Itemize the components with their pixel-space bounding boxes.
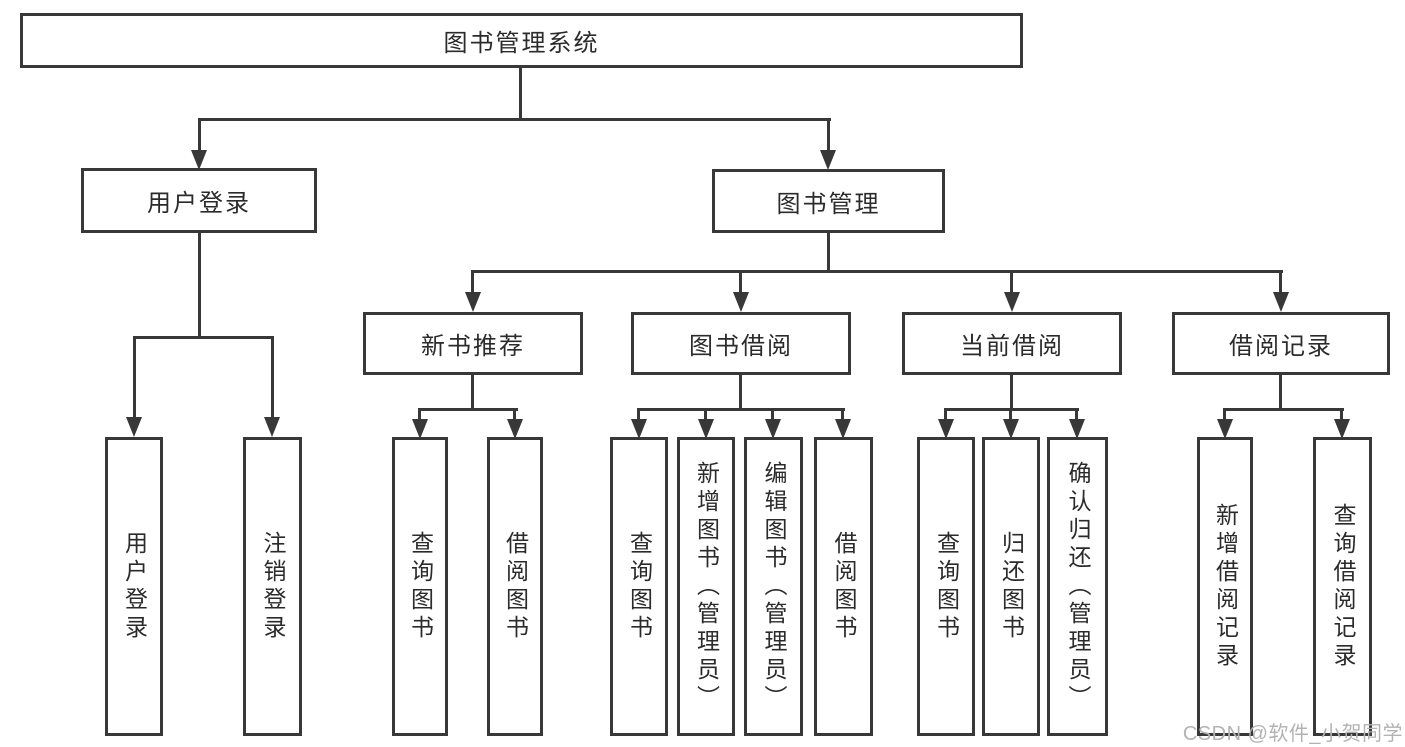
node-label: 查询图书 <box>407 530 434 643</box>
node-user-login-action: 用户登录 <box>105 437 163 736</box>
node-label: 当前借阅 <box>960 333 1064 360</box>
connector-line <box>133 336 136 419</box>
arrow-down-icon <box>733 292 749 312</box>
node-return-book: 归还图书 <box>982 437 1040 736</box>
connector-line <box>637 408 640 420</box>
node-label: 编辑图书（管理员） <box>761 460 787 713</box>
connector-line <box>471 375 474 411</box>
connector-line <box>827 118 830 152</box>
connector-line <box>271 336 274 419</box>
arrow-down-icon <box>1273 292 1289 312</box>
connector-line <box>638 408 845 411</box>
node-root: 图书管理系统 <box>20 13 1023 68</box>
arrow-down-icon <box>412 419 428 439</box>
arrow-down-icon <box>820 150 836 170</box>
node-query-books-current: 查询图书 <box>917 437 975 736</box>
connector-line <box>198 233 201 339</box>
connector-line <box>419 408 518 411</box>
node-borrow-books-recommend: 借阅图书 <box>487 437 543 736</box>
connector-line <box>1279 375 1282 411</box>
node-borrow-records: 借阅记录 <box>1172 312 1390 375</box>
arrow-down-icon <box>1334 419 1350 439</box>
connector-line <box>198 118 201 152</box>
node-book-borrow: 图书借阅 <box>631 312 851 375</box>
connector-line <box>198 118 831 121</box>
connector-line <box>513 408 516 420</box>
connector-line <box>1223 408 1226 420</box>
node-edit-book-admin: 编辑图书（管理员） <box>744 437 803 736</box>
arrow-down-icon <box>698 419 714 439</box>
node-book-management: 图书管理 <box>712 169 945 233</box>
connector-line <box>519 68 522 121</box>
connector-line <box>739 270 742 294</box>
connector-line <box>1279 270 1282 294</box>
connector-line <box>704 408 707 420</box>
node-label: 确认归还（管理员） <box>1065 460 1091 713</box>
connector-line <box>418 408 421 420</box>
arrow-down-icon <box>507 419 523 439</box>
connector-line <box>1010 375 1013 411</box>
node-current-borrow: 当前借阅 <box>902 312 1122 375</box>
connector-line <box>133 336 274 339</box>
arrow-down-icon <box>765 419 781 439</box>
arrow-down-icon <box>264 417 280 437</box>
arrow-down-icon <box>631 419 647 439</box>
node-label: 查询图书 <box>626 530 653 643</box>
connector-line <box>1075 408 1078 420</box>
arrow-down-icon <box>938 419 954 439</box>
node-label: 借阅图书 <box>502 530 529 643</box>
arrow-down-icon <box>126 417 142 437</box>
node-add-book-admin: 新增图书（管理员） <box>677 437 735 736</box>
arrow-down-icon <box>835 419 851 439</box>
node-query-books-recommend: 查询图书 <box>392 437 448 736</box>
node-label: 注销登录 <box>260 530 286 643</box>
connector-line <box>1224 408 1344 411</box>
arrow-down-icon <box>1004 292 1020 312</box>
node-user-login: 用户登录 <box>81 168 317 233</box>
arrow-down-icon <box>191 150 207 170</box>
node-label: 图书管理 <box>776 190 881 218</box>
node-label: 借阅图书 <box>831 530 857 643</box>
arrow-down-icon <box>1003 419 1019 439</box>
connector-line <box>841 408 844 420</box>
node-label: 查询图书 <box>933 530 960 643</box>
connector-line <box>827 233 830 273</box>
node-label: 用户登录 <box>147 190 251 217</box>
connector-line <box>771 408 774 420</box>
connector-line <box>472 270 1283 273</box>
connector-line <box>1010 270 1013 294</box>
node-add-borrow-record: 新增借阅记录 <box>1197 437 1253 736</box>
node-label: 借阅记录 <box>1229 333 1333 360</box>
node-new-book-recommend: 新书推荐 <box>363 312 583 375</box>
arrow-down-icon <box>1217 419 1233 439</box>
node-confirm-return-admin: 确认归还（管理员） <box>1047 437 1108 736</box>
connector-line <box>1340 408 1343 420</box>
node-borrow-books-action: 借阅图书 <box>814 437 873 736</box>
csdn-watermark: CSDN @软件_小贺同学 <box>1182 723 1403 745</box>
connector-line <box>944 408 947 420</box>
node-label: 新书推荐 <box>421 333 525 360</box>
arrow-down-icon <box>465 292 481 312</box>
connector-line <box>1009 408 1012 420</box>
connector-line <box>471 270 474 294</box>
node-label: 查询借阅记录 <box>1330 502 1356 671</box>
node-label: 新增借阅记录 <box>1212 502 1239 671</box>
node-query-borrow-record: 查询借阅记录 <box>1313 437 1372 736</box>
node-label: 新增图书（管理员） <box>693 460 720 713</box>
node-label: 用户登录 <box>121 530 148 643</box>
node-label: 图书管理系统 <box>443 30 600 57</box>
node-logout-action: 注销登录 <box>243 437 302 736</box>
arrow-down-icon <box>1069 419 1085 439</box>
node-label: 归还图书 <box>998 530 1025 643</box>
node-label: 图书借阅 <box>689 333 793 360</box>
connector-line <box>739 375 742 411</box>
node-query-books-borrow: 查询图书 <box>610 437 668 736</box>
